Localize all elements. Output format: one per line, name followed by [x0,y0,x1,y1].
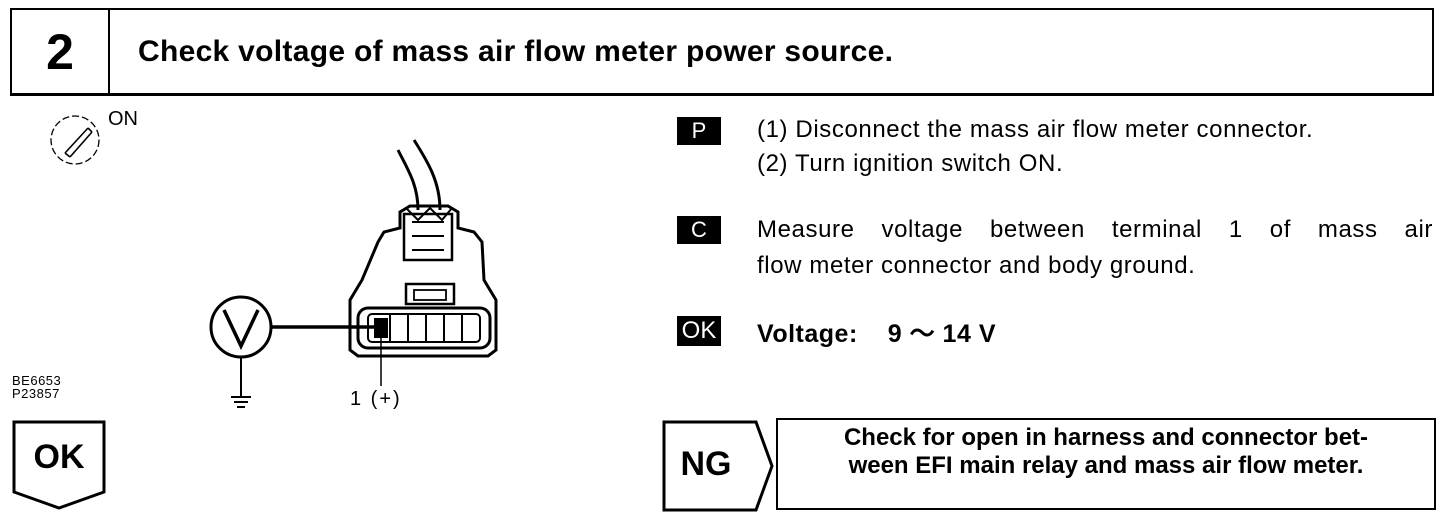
check-line-1: Measure voltage between terminal 1 of ma… [757,216,1433,243]
terminal-label: 1 (+) [350,388,402,410]
ok-branch-box [12,420,106,510]
ng-result-line-2: ween EFI main relay and mass air flow me… [848,452,1364,479]
check-badge: C [677,216,721,244]
ng-result-line-1: Check for open in harness and connector … [843,424,1369,451]
ng-result-text: Check for open in harness and connector … [790,424,1422,480]
figure-ref-code-2: P23857 [12,386,60,401]
step-number: 2 [12,10,110,93]
step-title: Check voltage of mass air flow meter pow… [138,34,894,68]
figure-ref-code-1: BE6653 [12,373,62,388]
voltmeter-icon [209,295,381,396]
step-header: 2 Check voltage of mass air flow meter p… [10,8,1434,96]
prep-step-1: (1) Disconnect the mass air flow meter c… [757,116,1314,143]
connector-icon [348,139,498,358]
spec-value: 9 ～ 14 V [887,320,996,348]
ng-branch-label: NG [680,445,732,483]
ok-spec: Voltage: 9 ～ 14 V [757,314,996,350]
ok-spec-badge: OK [677,316,721,346]
prep-step-2: (2) Turn ignition switch ON. [757,150,1064,177]
ground-icon [231,396,251,408]
prep-badge: P [677,117,721,145]
ignition-on-label: ON [108,108,138,130]
spec-label: Voltage: [757,320,858,348]
ignition-switch-icon [50,115,100,165]
ng-branch-box [662,420,774,512]
ng-result-box [776,418,1436,510]
check-line-2: flow meter connector and body ground. [757,252,1196,279]
ok-branch-label: OK [33,438,85,476]
